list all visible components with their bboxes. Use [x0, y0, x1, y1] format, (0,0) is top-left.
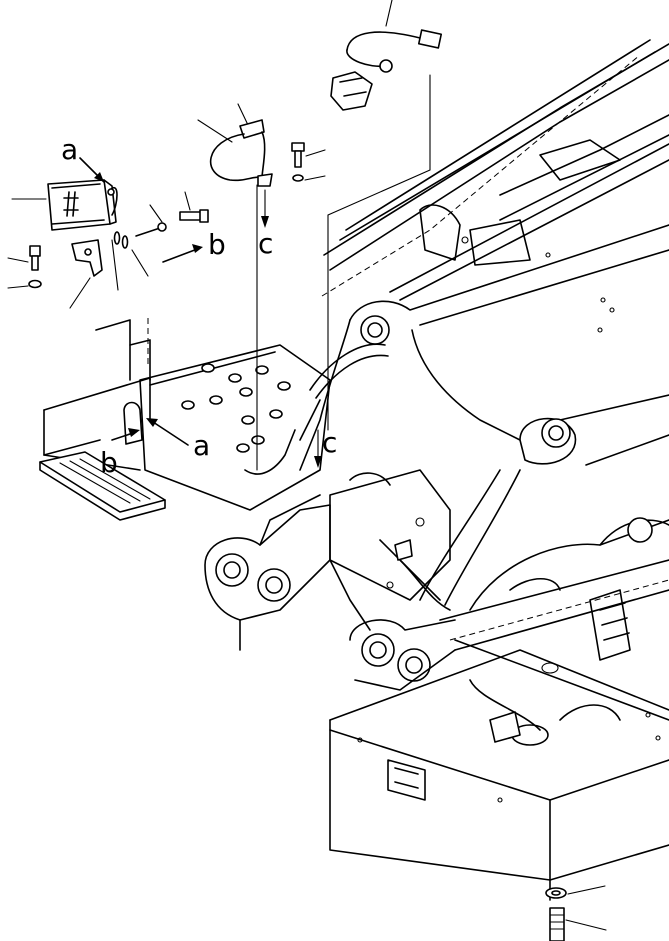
svg-text:a: a [193, 429, 210, 462]
bottom-bolt [549, 907, 607, 941]
bottom-washer [545, 885, 606, 899]
bolt-left [7, 245, 41, 271]
svg-text:b: b [208, 228, 226, 261]
upper-frame-right [321, 39, 669, 333]
washer-left [7, 279, 42, 289]
leader-lines [147, 74, 431, 471]
svg-text:c: c [258, 227, 273, 260]
step [39, 451, 166, 521]
swing-bracket [204, 494, 371, 651]
callout-b-lower: b [100, 428, 140, 479]
callout-a-lower: a [146, 418, 210, 462]
wire-assembly [197, 103, 273, 187]
center-valve-block [329, 469, 451, 611]
work-lamp [11, 179, 118, 231]
lamp-mount [123, 401, 143, 445]
callout-a-upper: a [61, 133, 105, 183]
wiring-harness-upper [330, 0, 443, 111]
lamp-icon [63, 191, 79, 217]
bolt-center [179, 191, 209, 223]
lamp-bracket [69, 239, 103, 309]
svg-text:a: a [61, 133, 78, 166]
lamp-hardware [111, 204, 167, 291]
callout-c-lower: c [314, 426, 337, 468]
boom-cylinder [299, 343, 389, 441]
svg-text:c: c [322, 426, 337, 459]
lower-main-frame [329, 559, 669, 901]
boom [299, 224, 669, 606]
callout-b-upper: b [162, 228, 226, 263]
callout-c-upper: c [258, 189, 273, 260]
control-valve-block [139, 344, 331, 511]
svg-text:b: b [100, 446, 118, 479]
left-platform [39, 319, 166, 521]
bolt-right-upper [291, 142, 326, 182]
right-structure [449, 517, 669, 661]
